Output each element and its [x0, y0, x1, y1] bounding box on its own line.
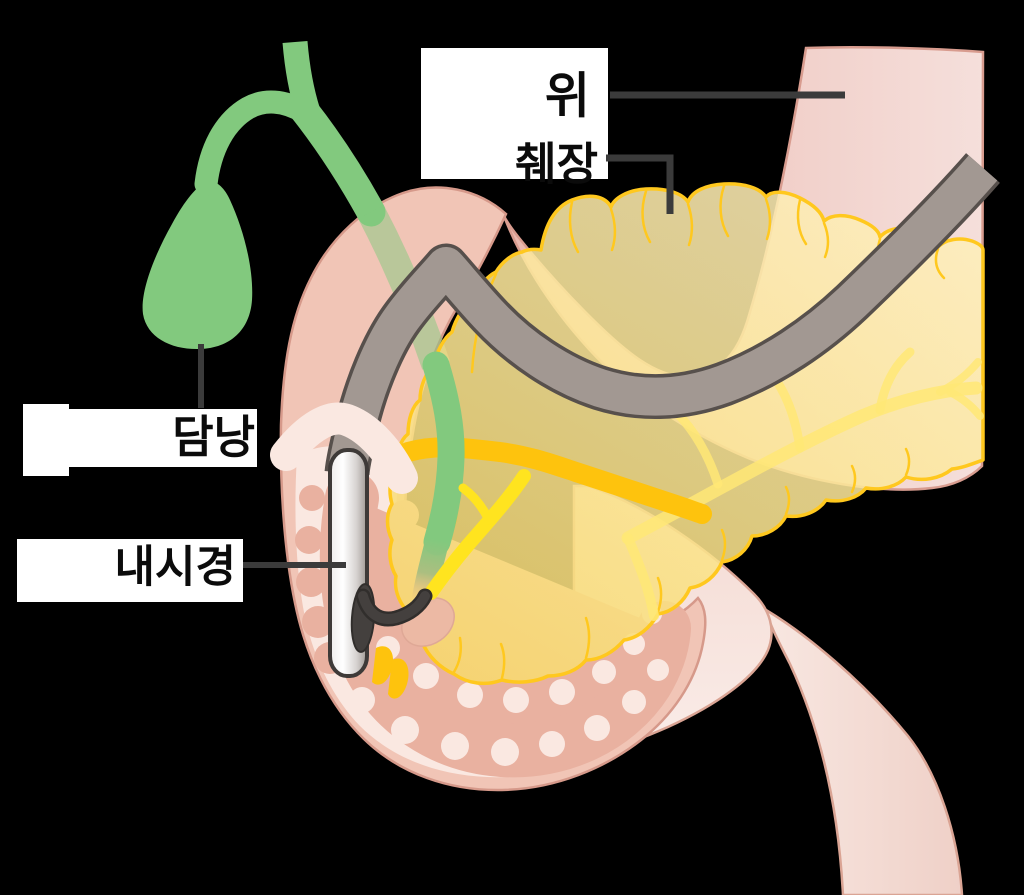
duodenum-cut-rim [270, 402, 418, 494]
jejunum-right-leg [764, 607, 964, 895]
biliary-system [142, 40, 450, 370]
endoscope-label: 내시경 [115, 542, 236, 593]
pancreatic-duct [424, 469, 531, 600]
catheter [355, 588, 433, 627]
pancreas-callout-line [606, 154, 674, 214]
label-box-top [421, 48, 608, 179]
uncinate-wedge [388, 658, 409, 699]
mesenteric-band [398, 437, 712, 524]
label-box-gallbladder [23, 409, 257, 467]
gallbladder-shape [142, 180, 253, 350]
bile-duct-behind-duodenum [358, 205, 450, 370]
callouts: 위 췌장 담낭 내시경 [17, 48, 845, 602]
common-bile-duct [289, 95, 386, 227]
uncinate-wedge [372, 646, 394, 685]
cystic-duct [194, 90, 316, 196]
stomach-label: 위 [545, 68, 590, 125]
endoscope-tube [324, 153, 1000, 476]
label-box-endoscope [17, 539, 243, 602]
bile-duct-in-pancreas [422, 351, 465, 556]
pancreas-label: 췌장 [515, 138, 598, 191]
gallbladder-label: 담낭 [172, 411, 255, 464]
